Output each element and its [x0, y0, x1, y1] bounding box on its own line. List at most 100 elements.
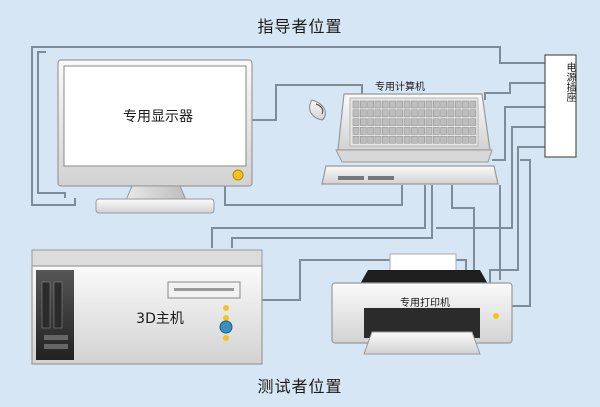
keyboard-key — [403, 109, 411, 118]
keyboard-key — [389, 109, 396, 118]
keyboard-key — [352, 127, 360, 135]
keyboard-key — [403, 135, 411, 144]
keyboard-key — [396, 127, 404, 135]
keyboard-key — [403, 127, 411, 135]
keyboard-key — [396, 100, 404, 109]
keyboard-key — [454, 135, 462, 144]
keyboard-key — [360, 127, 367, 135]
cables — [31, 46, 545, 307]
keyboard-key — [440, 118, 447, 126]
keyboard-key — [462, 109, 469, 118]
monitor-screen — [63, 65, 247, 167]
cable-monitor-to-host — [37, 51, 66, 198]
keyboard-key — [440, 135, 447, 144]
keyboard-key — [411, 127, 418, 135]
keyboard-key — [396, 109, 404, 118]
keyboard-key — [462, 118, 469, 126]
keyboard-key — [396, 118, 404, 126]
keyboard-key — [411, 135, 418, 144]
keyboard-key — [469, 109, 477, 118]
computer-label: 专用计算机 — [375, 82, 425, 93]
keyboard-key — [396, 135, 404, 144]
keyboard-key — [360, 100, 367, 109]
keyboard-key — [425, 135, 433, 144]
keyboard-key — [381, 109, 389, 118]
cable-power-3 — [436, 126, 545, 229]
keyboard-key — [381, 100, 389, 109]
keyboard-key — [389, 118, 396, 126]
monitor-device — [57, 59, 253, 214]
keyboard-key — [469, 100, 477, 109]
monitor-label: 专用显示器 — [123, 109, 193, 125]
keyboard-key — [462, 135, 469, 144]
keyboard-key — [469, 118, 477, 126]
cable-monitor-to-power — [31, 46, 545, 206]
keyboard-key — [367, 109, 374, 118]
keyboard-key — [433, 127, 440, 135]
keyboard-key — [454, 100, 462, 109]
keyboard-key — [454, 127, 462, 135]
keyboard-key — [418, 118, 425, 126]
keyboard-key — [411, 109, 418, 118]
cable-power-1 — [484, 82, 545, 100]
keyboard-key — [440, 100, 447, 109]
keyboard-key — [367, 118, 374, 126]
monitor-power-led — [232, 169, 244, 181]
keyboard-key — [367, 100, 374, 109]
keyboard-key — [447, 127, 455, 135]
keyboard-key — [389, 100, 396, 109]
host-power-button — [219, 320, 233, 334]
keyboard-key — [411, 100, 418, 109]
cable-power-4 — [489, 146, 545, 285]
keyboard-key — [411, 118, 418, 126]
keyboard-key — [469, 127, 477, 135]
keyboard-key — [389, 127, 396, 135]
keyboard-key — [403, 100, 411, 109]
computer-device — [321, 93, 499, 185]
keyboard-key — [352, 118, 360, 126]
cable-computer-to-host-2 — [231, 185, 433, 248]
keyboard-key — [389, 135, 396, 144]
keyboard-key — [418, 135, 425, 144]
cable-host-to-printer — [262, 259, 467, 301]
keyboard-key — [447, 109, 455, 118]
keyboard-key — [462, 100, 469, 109]
keyboard-key — [381, 118, 389, 126]
keyboard-key — [352, 100, 360, 109]
keyboard-key — [425, 118, 433, 126]
keyboard-key — [381, 135, 389, 144]
bottom-title: 测试者位置 — [257, 377, 343, 396]
top-title: 指导者位置 — [257, 17, 343, 36]
keyboard-key — [433, 135, 440, 144]
computer-base — [321, 165, 499, 185]
keyboard-key — [425, 127, 433, 135]
keyboard-key — [374, 127, 382, 135]
cable-monitor-to-computer — [252, 84, 363, 121]
keyboard-key — [440, 127, 447, 135]
keyboard-key — [447, 100, 455, 109]
keyboard-key — [381, 127, 389, 135]
power-socket-label: 电源插座 — [564, 62, 575, 102]
keyboard-key — [352, 135, 360, 144]
printer-led — [493, 313, 499, 319]
keyboard-key — [374, 100, 382, 109]
keyboard-key — [374, 135, 382, 144]
keyboard-key — [440, 109, 447, 118]
keyboard-key — [367, 135, 374, 144]
keyboard-key — [433, 100, 440, 109]
keyboard-key — [367, 127, 374, 135]
keyboard-key — [433, 109, 440, 118]
keyboard-key — [447, 135, 455, 144]
keyboard-key — [454, 118, 462, 126]
keyboard-key — [425, 100, 433, 109]
keyboard-key — [454, 109, 462, 118]
keyboard-key — [360, 109, 367, 118]
printer-label: 专用打印机 — [400, 298, 450, 309]
keyboard-key — [360, 135, 367, 144]
keyboard-key — [352, 109, 360, 118]
keyboard-key — [374, 118, 382, 126]
cable-computer-to-host — [211, 185, 426, 248]
cable-computer-to-printer — [451, 185, 475, 272]
